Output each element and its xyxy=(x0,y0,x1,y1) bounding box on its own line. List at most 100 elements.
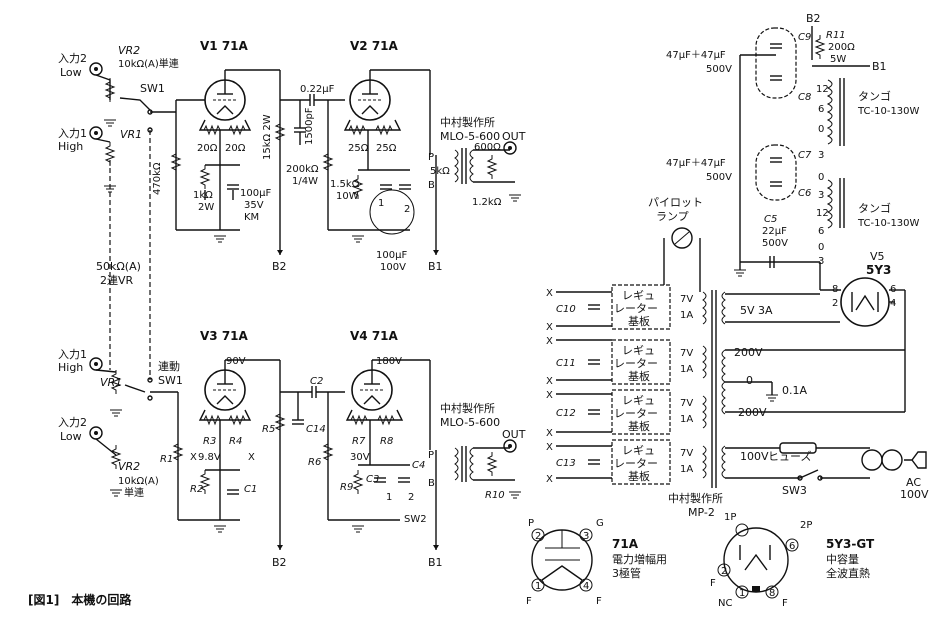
r6-label: R6 xyxy=(308,457,321,468)
r3-label: R3 xyxy=(203,436,216,447)
r11-watt: 5W xyxy=(830,54,846,65)
x-1b: X xyxy=(546,322,553,333)
reg3-7v: 7V xyxy=(680,398,693,409)
tap-0b: 0 xyxy=(818,172,824,183)
c2-label: C2 xyxy=(310,376,323,387)
v90-label: 90V xyxy=(226,356,246,367)
input1-jack xyxy=(89,126,103,140)
tap-12b: 12 xyxy=(816,208,829,219)
tap-12a: 12 xyxy=(816,84,829,95)
r10-label: R10 xyxy=(485,490,505,501)
5y3-desc2: 全波直熱 xyxy=(826,566,870,580)
5y3-pin-f1: F xyxy=(710,578,716,589)
r11-label: R11 xyxy=(826,30,846,41)
choke2-maker: タンゴ xyxy=(858,201,891,215)
lower-trans-model: MLO-5-600 xyxy=(440,416,500,429)
tube-v1-label: V1 71A xyxy=(200,39,249,53)
lower-out-jack xyxy=(503,439,517,453)
lower-x-2: X xyxy=(248,452,255,463)
v180-label: 180V xyxy=(376,356,402,367)
reg1-l2: レーター xyxy=(614,302,658,315)
71a-pin-f2: F xyxy=(596,596,602,607)
c7-c6-block xyxy=(755,144,797,201)
pinout-71a: P G F F 2 3 1 4 71A 電力増幅用 3極管 xyxy=(526,518,667,607)
tap-6a: 6 xyxy=(818,104,824,115)
5y3-n2: 2 xyxy=(721,566,727,577)
71a-pin-g: G xyxy=(596,518,604,529)
71a-title: 71A xyxy=(612,537,639,551)
reg3-l1: レギュ xyxy=(622,394,655,407)
c6-label: C6 xyxy=(798,188,811,199)
c-100u-volt: 35V xyxy=(244,200,264,211)
reg3-l3: 基板 xyxy=(628,419,650,433)
regulator-1 xyxy=(611,284,671,330)
trans-600: 600Ω xyxy=(474,142,501,153)
t-01a: 0.1A xyxy=(782,384,807,397)
upper-channel: 入力2 Low 入力1 High VR2 10kΩ(A)単連 VR1 SW1 V… xyxy=(58,39,526,273)
regulator-2 xyxy=(611,339,671,385)
c14-label: C14 xyxy=(306,424,326,435)
tube-v3-label: V3 71A xyxy=(200,329,249,343)
x-2a: X xyxy=(546,336,553,347)
71a-pin-f1: F xyxy=(526,596,532,607)
c7-label: C7 xyxy=(798,150,812,161)
c7c6-volt: 500V xyxy=(706,172,732,183)
trans-b: B xyxy=(428,180,435,191)
r4-label: R4 xyxy=(229,436,242,447)
reg2-7v: 7V xyxy=(680,348,693,359)
sw2-label: SW2 xyxy=(404,514,427,525)
5y3-pin-2p: 2P xyxy=(800,520,812,531)
r-20b-label: 20Ω xyxy=(225,143,246,154)
r-15k10-label: 1.5kΩ xyxy=(330,179,360,190)
reg2-l3: 基板 xyxy=(628,369,650,383)
lower-input2-jack xyxy=(89,426,103,440)
v5-pin2: 2 xyxy=(832,298,838,309)
vr-dual-type: 2連VR xyxy=(100,273,134,287)
c-100u-type: KM xyxy=(244,212,259,223)
c-100u-100v-label: 100μF xyxy=(376,250,407,261)
r-200k-label: 200kΩ xyxy=(286,164,319,175)
sw1-label: SW1 xyxy=(140,82,165,95)
out-jack xyxy=(503,141,517,155)
r-20a-label: 20Ω xyxy=(197,143,218,154)
trans-maker: 中村製作所 xyxy=(440,115,495,129)
lower-sw1-label: SW1 xyxy=(158,374,183,387)
reg4-l3: 基板 xyxy=(628,469,650,483)
reg3-1a: 1A xyxy=(680,414,693,425)
reg1-l3: 基板 xyxy=(628,314,650,328)
5y3-desc1: 中容量 xyxy=(826,552,859,566)
r5-label: R5 xyxy=(262,424,275,435)
tube-v1 xyxy=(204,79,246,121)
lower-x-1: X xyxy=(190,452,197,463)
v5-type: 5Y3 xyxy=(866,263,891,277)
tube-v4 xyxy=(351,369,393,411)
c5-volt: 500V xyxy=(762,238,788,249)
t-200a: 200V xyxy=(734,346,763,359)
input1-label: 入力1 xyxy=(58,127,87,140)
c9c8-volt: 500V xyxy=(706,64,732,75)
reg3-l2: レーター xyxy=(614,407,658,420)
figure-caption: [図1] 本機の回路 xyxy=(28,592,132,607)
r-25a-label: 25Ω xyxy=(348,143,369,154)
vr1-label: VR1 xyxy=(120,128,142,141)
tube-v2 xyxy=(349,79,391,121)
r-470k-label: 470kΩ xyxy=(152,162,163,195)
v30-label: 30V xyxy=(350,452,370,463)
pilot-lamp-label2: ランプ xyxy=(656,210,689,223)
lower-trans-p: P xyxy=(428,450,434,461)
trans-5k: 5kΩ xyxy=(430,166,450,177)
psu-b1-label: B1 xyxy=(872,60,887,73)
fuse-label: ヒューズ xyxy=(768,449,811,463)
input2-jack xyxy=(89,62,103,76)
sw3-label: SW3 xyxy=(782,484,807,497)
b1-label: B1 xyxy=(428,260,443,273)
c5-value: 22μF xyxy=(762,226,787,237)
lower-sw1-link: 連動 xyxy=(158,359,180,373)
lower-sw-1: 1 xyxy=(386,492,392,503)
lower-vr2-label: VR2 xyxy=(118,460,140,473)
c12-label: C12 xyxy=(556,408,576,419)
reg2-l2: レーター xyxy=(614,357,658,370)
5y3-pin-f2: F xyxy=(782,598,788,609)
input1-high-label: High xyxy=(58,140,83,153)
71a-desc1: 電力増幅用 xyxy=(612,553,667,566)
